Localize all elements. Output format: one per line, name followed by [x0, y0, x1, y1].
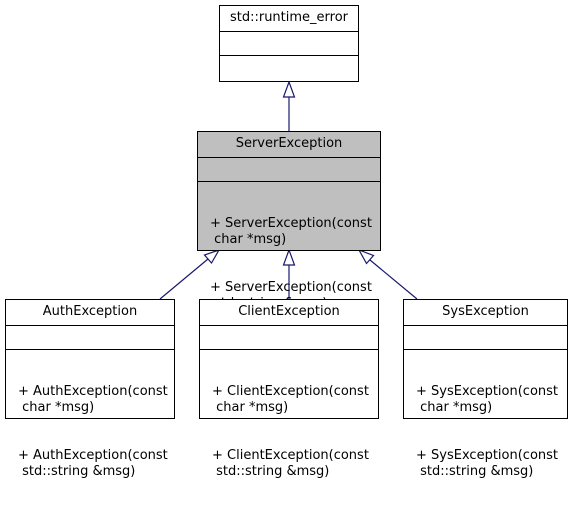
attributes-section	[6, 325, 174, 349]
class-box-auth-exception[interactable]: AuthException + AuthException(const char…	[5, 299, 175, 479]
operations-section: + AuthException(const char *msg) + AuthE…	[6, 349, 174, 512]
attributes-section	[220, 31, 358, 55]
operation: + ClientException(const std::string &msg…	[212, 448, 369, 479]
operation: + ServerException(const char *msg)	[210, 216, 372, 247]
inheritance-edges	[159, 80, 418, 300]
class-box-server-exception[interactable]: ServerException + ServerException(const …	[197, 131, 381, 311]
operation: + AuthException(const char *msg)	[18, 384, 168, 415]
class-box-runtime-error[interactable]: std::runtime_error	[219, 5, 359, 82]
operations-section: + ClientException(const char *msg) + Cli…	[200, 349, 378, 512]
inheritance-edge-sys-to-server	[357, 248, 418, 300]
attributes-section	[404, 325, 567, 349]
attributes-section	[198, 157, 380, 181]
attributes-section	[200, 325, 378, 349]
class-name: ServerException	[235, 136, 343, 151]
class-name: SysException	[442, 304, 529, 319]
inheritance-edge-auth-to-server	[159, 248, 221, 300]
inheritance-edge-server-to-runtime-error	[282, 80, 296, 131]
class-box-sys-exception[interactable]: SysException + SysException(const char *…	[403, 299, 568, 479]
operations-section: + SysException(const char *msg) + SysExc…	[404, 349, 567, 512]
operation: + AuthException(const std::string &msg)	[18, 448, 168, 479]
class-name: AuthException	[42, 304, 138, 319]
operations-section	[220, 55, 358, 81]
operation: + SysException(const std::string &msg)	[416, 448, 559, 479]
operation: + ClientException(const char *msg)	[212, 384, 369, 415]
inheritance-edge-client-to-server	[282, 248, 296, 299]
class-box-client-exception[interactable]: ClientException + ClientException(const …	[199, 299, 379, 479]
operation: + SysException(const char *msg)	[416, 384, 559, 415]
class-name: std::runtime_error	[229, 10, 349, 25]
class-name: ClientException	[238, 304, 340, 319]
